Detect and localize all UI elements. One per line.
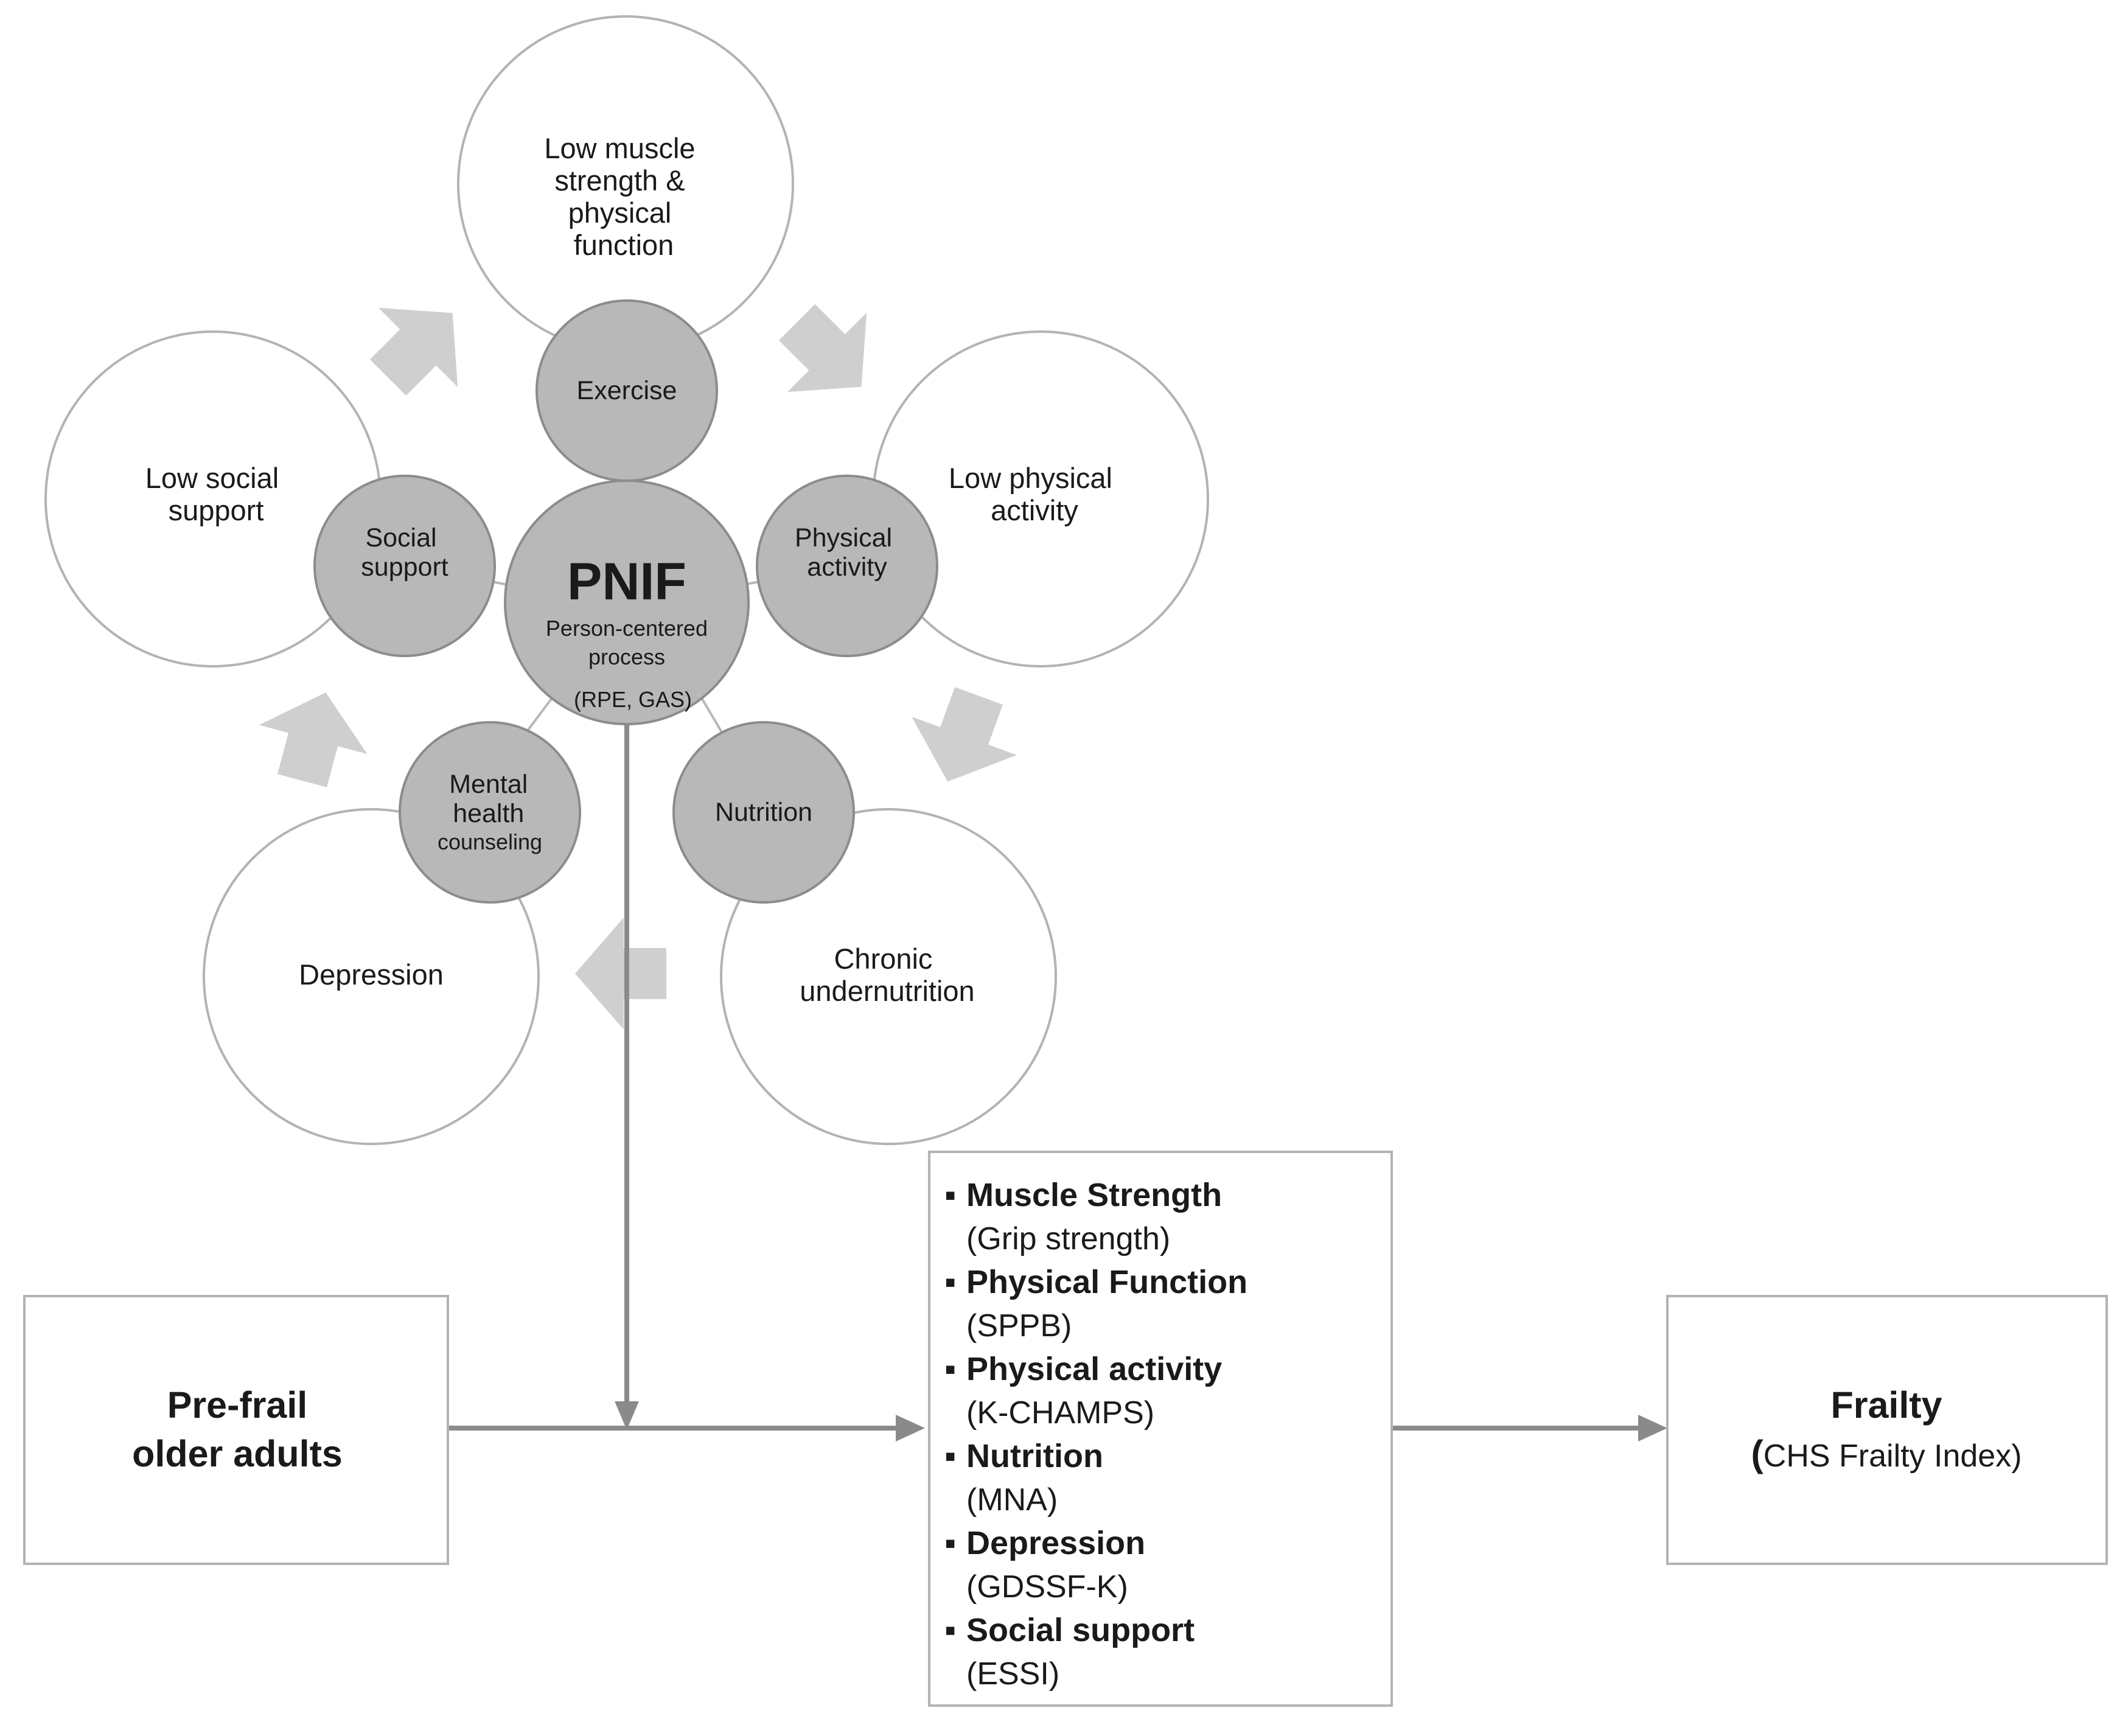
intervention-circle-nutrition <box>672 721 855 904</box>
cycle-arrow-3 <box>912 687 1017 782</box>
intervention-label-nutrition: Nutrition <box>715 798 812 827</box>
result-title: Frailty <box>1830 1384 1942 1426</box>
problem-label-undernutrition: Chronic undernutrition <box>800 943 974 1007</box>
result-box <box>1666 1295 2108 1565</box>
pnif-title: PNIF <box>567 553 686 611</box>
input-arrowhead <box>896 1415 925 1441</box>
outcome-label: Social support <box>966 1612 1195 1648</box>
intervention-label-mental-health: Mental health counseling <box>438 770 542 854</box>
problem-label-muscle: Low muscle strength & physical function <box>544 132 703 261</box>
outcome-bullet: ▪ <box>944 1264 956 1300</box>
intervention-circles <box>313 299 938 904</box>
outcome-bullet: ▪ <box>944 1351 956 1387</box>
cycle-arrow-4 <box>575 918 666 1030</box>
outcome-measure: (SPPB) <box>966 1308 1072 1344</box>
result-detail: (CHS Frailty Index) <box>1751 1433 2022 1474</box>
pnif-subtitle-3: (RPE, GAS) <box>574 687 692 712</box>
outcome-bullet: ▪ <box>944 1438 956 1474</box>
problem-label-depression: Depression <box>299 958 444 991</box>
cycle-arrows <box>259 304 1017 1030</box>
outcome-label: Muscle Strength <box>966 1177 1222 1213</box>
outcome-label: Nutrition <box>966 1438 1103 1474</box>
outcomes-list: ▪ Muscle Strength (Grip strength) ▪ Phys… <box>944 1177 1247 1692</box>
cycle-arrow-2 <box>778 304 867 392</box>
problem-label-social: Low social support <box>145 462 287 526</box>
intervention-label-exercise: Exercise <box>577 376 677 405</box>
input-box-labels: Pre-frail older adults <box>132 1384 343 1474</box>
outcome-measure: (ESSI) <box>966 1656 1059 1692</box>
problem-labels: Low muscle strength & physical function … <box>145 132 1120 1007</box>
intervention-circle-social-support <box>313 475 496 657</box>
result-arrowhead <box>1638 1415 1667 1441</box>
outcome-measure: (K-CHAMPS) <box>966 1395 1154 1431</box>
outcome-bullet: ▪ <box>944 1525 956 1561</box>
outcome-label: Depression <box>966 1525 1145 1561</box>
outcome-measure: (Grip strength) <box>966 1221 1170 1257</box>
intervention-circle-physical-activity <box>756 475 938 657</box>
input-box <box>23 1295 449 1565</box>
cycle-arrow-1 <box>369 307 458 396</box>
pnif-down-arrowhead <box>615 1401 639 1430</box>
input-label-line1: Pre-frail <box>167 1384 308 1426</box>
boxes <box>23 1151 2108 1707</box>
flow-arrowheads <box>615 1401 1667 1441</box>
outcome-measure: (MNA) <box>966 1482 1058 1518</box>
result-box-labels: Frailty (CHS Frailty Index) <box>1751 1384 2022 1474</box>
pnif-labels: PNIF Person-centered process (RPE, GAS) <box>546 553 708 712</box>
input-label-line2: older adults <box>132 1433 343 1474</box>
intervention-labels: Exercise Physical activity Nutrition Men… <box>361 376 899 854</box>
pnif-subtitle-2: process <box>588 644 665 669</box>
outcome-label: Physical activity <box>966 1351 1222 1387</box>
intervention-circle-mental-health <box>399 721 581 904</box>
pnif-subtitle-1: Person-centered <box>546 616 708 641</box>
problem-label-activity: Low physical activity <box>949 462 1120 526</box>
intervention-label-physical-activity: Physical activity <box>795 523 899 582</box>
outcome-measure: (GDSSF-K) <box>966 1569 1128 1605</box>
outcome-bullet: ▪ <box>944 1612 956 1648</box>
outcomes-box <box>928 1151 1393 1707</box>
intervention-label-social-support: Social support <box>361 523 448 582</box>
outcome-bullet: ▪ <box>944 1177 956 1213</box>
outcome-label: Physical Function <box>966 1264 1247 1300</box>
flow-lines <box>448 724 1643 1431</box>
cycle-arrow-5 <box>259 692 368 787</box>
